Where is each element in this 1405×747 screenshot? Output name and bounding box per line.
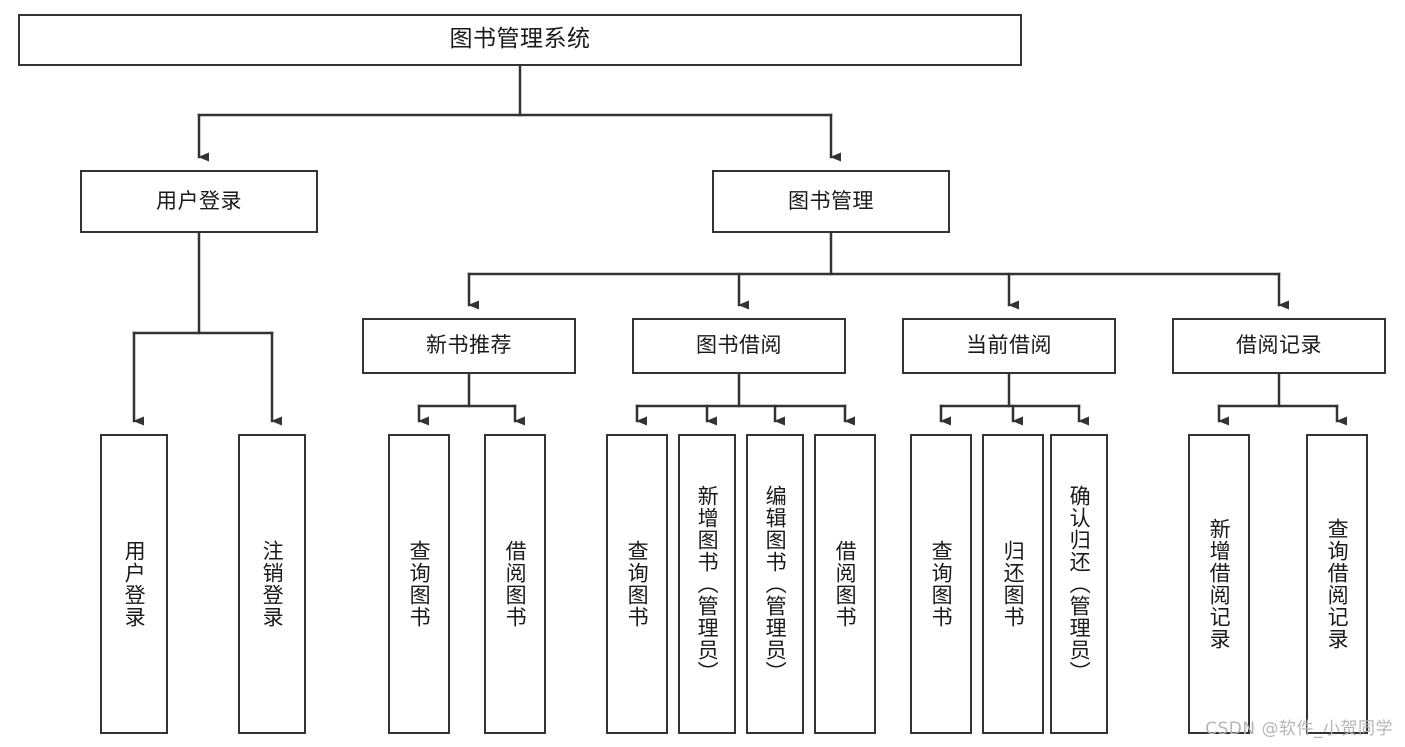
- node-leaf-5[interactable]: 查询图书: [606, 434, 668, 734]
- node-leaf-4[interactable]: 借阅图书: [484, 434, 546, 734]
- node-leaf-13[interactable]: 查询借阅记录: [1306, 434, 1368, 734]
- node-level1-1[interactable]: 用户登录: [80, 170, 318, 233]
- node-label: 注销登录: [260, 540, 285, 628]
- node-label: 查询借阅记录: [1325, 518, 1350, 650]
- node-leaf-10[interactable]: 归还图书: [982, 434, 1044, 734]
- node-leaf-1[interactable]: 用户登录: [100, 434, 168, 734]
- node-level2-2[interactable]: 图书借阅: [632, 318, 846, 374]
- node-label: 用户登录: [156, 188, 242, 213]
- watermark-text: CSDN @软件_小贺同学: [1205, 719, 1393, 739]
- node-leaf-6[interactable]: 新增图书（管理员）: [678, 434, 736, 734]
- node-label: 新书推荐: [426, 333, 512, 358]
- node-label: 当前借阅: [966, 333, 1052, 358]
- node-leaf-11[interactable]: 确认归还（管理员）: [1050, 434, 1108, 734]
- node-label: 用户登录: [122, 540, 147, 628]
- node-label: 新增借阅记录: [1207, 518, 1232, 650]
- node-root-system[interactable]: 图书管理系统: [18, 14, 1022, 66]
- node-label: 借阅记录: [1236, 333, 1322, 358]
- node-label: 新增图书（管理员）: [695, 485, 720, 683]
- node-leaf-3[interactable]: 查询图书: [388, 434, 450, 734]
- node-label: 编辑图书（管理员）: [763, 485, 788, 683]
- node-leaf-12[interactable]: 新增借阅记录: [1188, 434, 1250, 734]
- node-leaf-2[interactable]: 注销登录: [238, 434, 306, 734]
- node-label: 归还图书: [1001, 540, 1026, 628]
- node-level2-4[interactable]: 借阅记录: [1172, 318, 1386, 374]
- node-leaf-8[interactable]: 借阅图书: [814, 434, 876, 734]
- node-leaf-7[interactable]: 编辑图书（管理员）: [746, 434, 804, 734]
- node-level1-2[interactable]: 图书管理: [712, 170, 950, 233]
- node-leaf-9[interactable]: 查询图书: [910, 434, 972, 734]
- node-label: 借阅图书: [503, 540, 528, 628]
- node-label: 图书借阅: [696, 333, 782, 358]
- node-label: 查询图书: [407, 540, 432, 628]
- node-label: 图书管理: [788, 188, 874, 213]
- node-label: 查询图书: [625, 540, 650, 628]
- node-label: 确认归还（管理员）: [1067, 485, 1092, 683]
- node-label: 图书管理系统: [449, 26, 591, 53]
- node-label: 借阅图书: [833, 540, 858, 628]
- node-level2-1[interactable]: 新书推荐: [362, 318, 576, 374]
- node-label: 查询图书: [929, 540, 954, 628]
- node-level2-3[interactable]: 当前借阅: [902, 318, 1116, 374]
